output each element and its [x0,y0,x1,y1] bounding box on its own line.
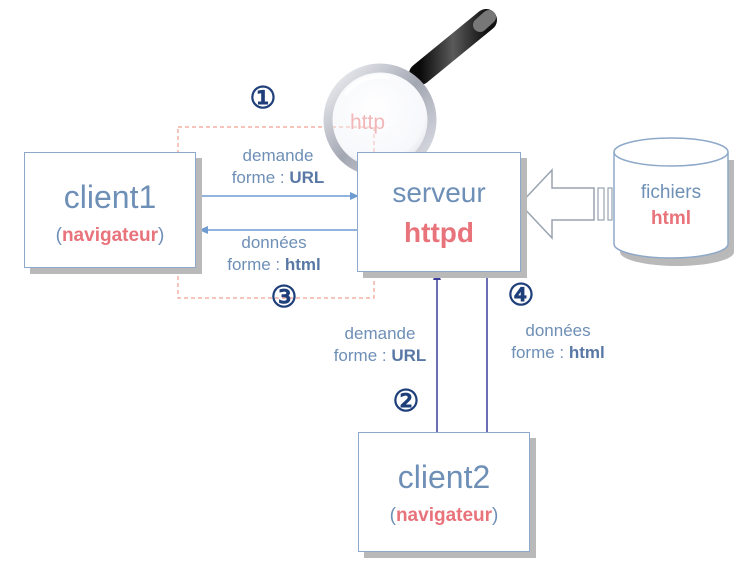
client1-box: client1 (navigateur) [24,152,196,268]
magnifier-text: http [350,111,386,134]
client1-label: client1 [63,179,157,215]
server-label: serveur [392,177,486,208]
server-box: serveur httpd [357,152,521,272]
client2-label: client2 [397,459,491,495]
server-product: httpd [404,217,474,248]
response2-label: données forme : html [511,321,605,362]
step-4-marker: ④ [507,278,535,313]
request1-label: demande forme : URL [231,146,325,187]
files-label: fichiers html [640,182,702,229]
files-database-icon [613,137,734,266]
client1-role: (navigateur) [55,225,165,246]
files-to-server-arrow [518,168,613,240]
step-3-marker: ③ [270,280,298,315]
client2-box: client2 (navigateur) [358,432,530,552]
magnifier-icon [323,9,497,177]
step-2-marker: ② [392,384,420,419]
request2-label: demande forme : URL [333,324,427,365]
response1-label: données forme : html [227,233,321,274]
step-1-marker: ① [249,81,277,116]
client2-role: (navigateur) [389,505,499,526]
